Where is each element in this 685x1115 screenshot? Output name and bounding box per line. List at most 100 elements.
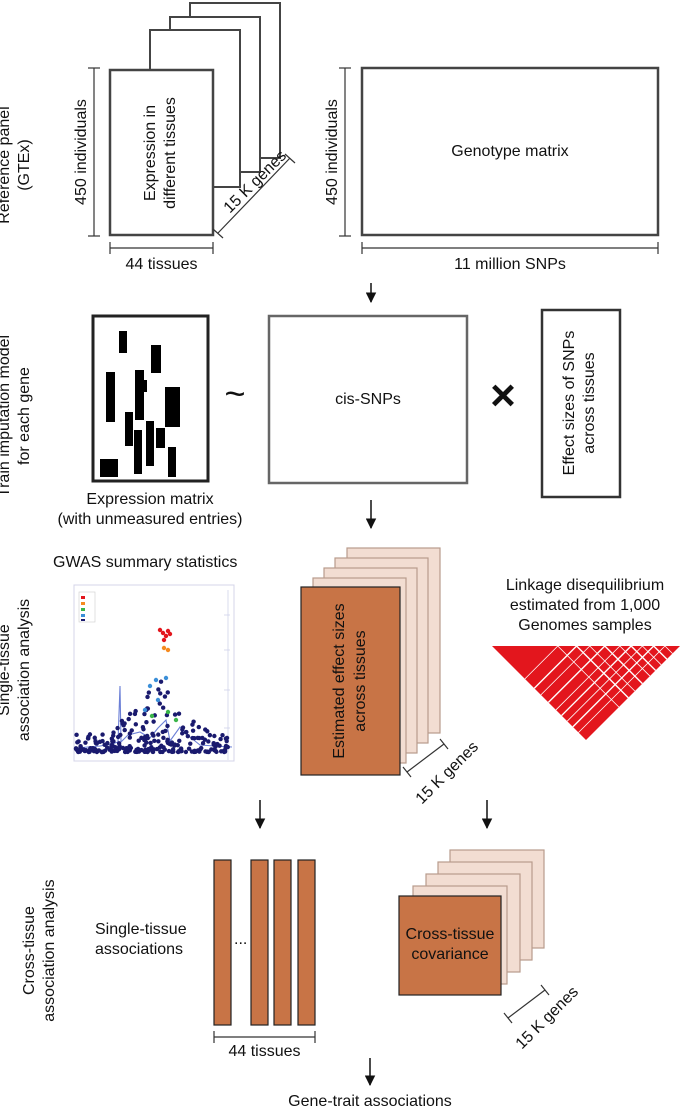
gwas-point (122, 721, 127, 726)
expression-box-label: Expression in different tissues (142, 97, 179, 209)
tissues-bracket-top (109, 242, 214, 254)
gwas-point (92, 735, 97, 740)
gwas-point (161, 645, 167, 651)
gwas-point (200, 741, 206, 746)
gwas-point (165, 709, 171, 715)
ld-stripe (557, 645, 620, 708)
gwas-point (175, 749, 181, 755)
gwas-point (160, 630, 166, 636)
gwas-point (157, 627, 163, 633)
gwas-point (157, 701, 162, 706)
gwas-point (153, 677, 159, 683)
times-symbol: × (490, 371, 516, 420)
individuals-left-label: 450 individuals (73, 99, 90, 205)
tilde-symbol: ~ (224, 373, 246, 414)
gwas-point (142, 711, 147, 717)
gwas-point (127, 711, 133, 717)
gwas-point (176, 711, 182, 716)
gwas-point (152, 738, 157, 744)
gwas-point (149, 713, 155, 719)
individuals-right-label: 450 individuals (324, 99, 341, 205)
gwas-point (156, 687, 161, 692)
gwas-point (224, 735, 230, 741)
gwas-point (183, 749, 189, 755)
gwas-point (200, 735, 205, 741)
ld-stripe (576, 645, 629, 699)
gwas-point (78, 744, 83, 750)
gwas-point (94, 748, 99, 753)
gwas-point (105, 740, 110, 746)
gwas-title: GWAS summary statistics (53, 554, 238, 571)
gwas-point (132, 711, 138, 717)
gwas-point (207, 732, 213, 738)
gwas-point (109, 744, 114, 749)
gwas-point (203, 727, 208, 732)
gwas-point (76, 749, 81, 755)
ld-stripe (566, 645, 643, 722)
gwas-point (122, 727, 127, 733)
gwas-point (116, 741, 122, 746)
output-label: Gene-trait associations (288, 1093, 452, 1110)
ld-stripe (653, 645, 668, 660)
gwas-point (147, 683, 153, 689)
gwas-point (74, 732, 79, 738)
gwas-point (165, 647, 171, 653)
ld-title: Linkage disequilibrium estimated from 1,… (505, 577, 665, 634)
ld-stripe (524, 645, 559, 680)
ld-stripe (547, 645, 606, 703)
gwas-point (156, 739, 161, 744)
gwas-point (167, 631, 173, 637)
gwas-point (94, 741, 99, 746)
gwas-point (155, 697, 161, 703)
ellipsis: ... (234, 931, 248, 948)
gwas-point (158, 749, 163, 755)
expression-matrix-caption: Expression matrix (with unmeasured entri… (57, 491, 243, 528)
section-cross-label: Cross-tissue association analysis (21, 879, 58, 1022)
gwas-point (190, 735, 195, 741)
ld-stripe (572, 645, 655, 728)
gwas-point (215, 741, 220, 747)
gwas-point (190, 728, 196, 733)
individuals-bracket-right (339, 67, 351, 237)
gwas-point (161, 637, 167, 643)
gwas-point (198, 747, 203, 752)
effect-sizes-box (540, 308, 622, 499)
gwas-point (142, 707, 148, 713)
genotype-box-label: Genotype matrix (451, 143, 569, 160)
gwas-point (195, 735, 200, 741)
gwas-points (73, 627, 230, 755)
expression-stack (108, 2, 281, 237)
gwas-point (188, 741, 193, 746)
gwas-point (218, 736, 223, 742)
snps-bracket (361, 242, 659, 254)
gwas-point (144, 719, 149, 725)
gwas-point (136, 738, 141, 743)
gwas-point (133, 722, 139, 727)
gwas-point (127, 731, 133, 736)
gwas-point (100, 738, 105, 744)
ld-stripe (642, 645, 662, 666)
gwas-point (123, 747, 128, 752)
gwas-point (220, 732, 225, 738)
gwas-point (209, 747, 214, 752)
gwas-point (87, 732, 93, 737)
tissues-bracket-bottom (213, 1031, 316, 1043)
gwas-point (204, 749, 210, 755)
ld-stripe (664, 645, 673, 654)
gwas-legend (78, 591, 96, 623)
gwas-point (185, 733, 191, 739)
gwas-point (76, 739, 81, 744)
ld-stripe (533, 645, 578, 689)
gwas-point (129, 728, 134, 733)
ld-stripe (555, 645, 621, 711)
expression-matrix-blocks (100, 331, 180, 477)
estimated-box (300, 586, 401, 776)
covariance-box (398, 895, 502, 996)
gwas-point (139, 747, 144, 753)
gwas-point (127, 735, 133, 740)
gwas-point (111, 730, 116, 735)
gwas-point (186, 746, 192, 751)
section-reference-label: Reference panel (GTEx) (0, 106, 33, 224)
gwas-point (221, 749, 227, 755)
